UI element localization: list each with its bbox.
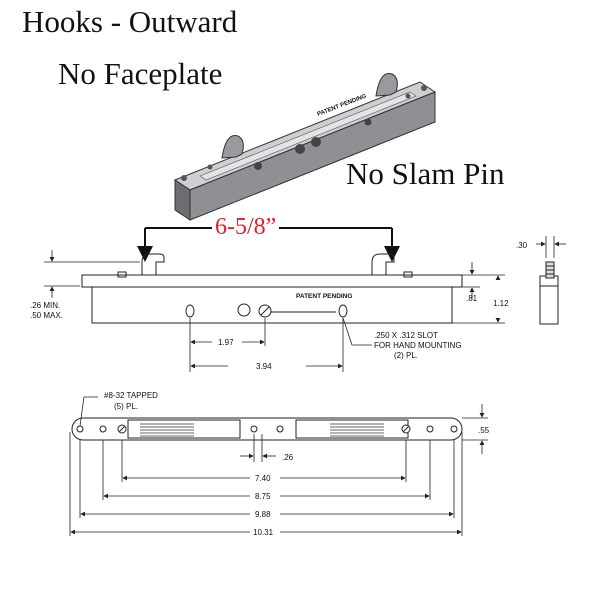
end-width-dimension xyxy=(536,236,566,258)
len-875-label: 8.75 xyxy=(255,492,271,501)
title-hooks-outward: Hooks - Outward xyxy=(22,4,238,39)
stamp-front: PATENT PENDING xyxy=(296,293,352,300)
end-width-label: .30 xyxy=(516,241,528,250)
slot-note-line3: (2) PL. xyxy=(394,351,418,360)
end-side-view xyxy=(539,261,559,325)
thickness-label: .55 xyxy=(478,426,490,435)
depth-112-label: 1.12 xyxy=(493,299,509,308)
tapped-label-line1: #8-32 TAPPED xyxy=(104,391,158,400)
hook-offset-max-label: .50 MAX. xyxy=(30,311,63,320)
front-elevation-view xyxy=(81,253,463,324)
lock-3d-view xyxy=(173,72,437,221)
bottom-plan-view xyxy=(71,417,463,441)
len-740-label: 7.40 xyxy=(255,474,271,483)
len-1031-label: 10.31 xyxy=(253,528,274,537)
overall-length-dimensions xyxy=(69,432,463,536)
title-no-slam-pin: No Slam Pin xyxy=(346,156,505,191)
gap-label: .26 xyxy=(282,453,294,462)
slot-note-line1: .250 X .312 SLOT xyxy=(374,331,438,340)
bottom-thickness-dimension xyxy=(462,404,488,454)
slot-note-line2: FOR HAND MOUNTING xyxy=(374,341,462,350)
hook-offset-dimension xyxy=(44,250,140,298)
dim-394-label: 3.94 xyxy=(256,362,272,371)
depth-dimensions xyxy=(452,262,505,324)
len-988-label: 9.88 xyxy=(255,510,271,519)
tapped-label-line2: (5) PL. xyxy=(114,402,138,411)
hole-spacing-dimensions xyxy=(189,317,372,372)
depth-81-label: .81 xyxy=(466,294,478,303)
hook-offset-min-label: .26 MIN. xyxy=(30,301,60,310)
title-no-faceplate: No Faceplate xyxy=(58,56,223,91)
gap-dimension xyxy=(240,434,276,462)
dim-197-label: 1.97 xyxy=(218,338,234,347)
hook-spacing-callout: 6-5/8” xyxy=(212,214,280,241)
